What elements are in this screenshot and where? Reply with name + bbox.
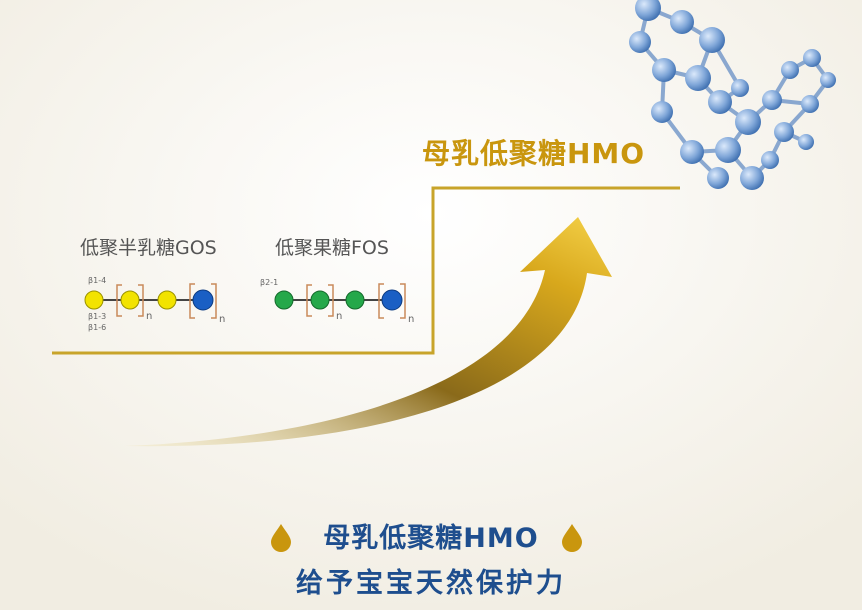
fructose-unit (274, 290, 294, 310)
bottom-subtitle: 给予宝宝天然保护力 (296, 568, 566, 599)
fructose-unit (310, 290, 330, 310)
gos-linkage-label: β1-6 (88, 323, 107, 332)
molecule-atom (680, 140, 704, 164)
repeat-bracket (400, 283, 406, 319)
fos-label: 低聚果糖FOS (275, 237, 389, 259)
molecule-atom (761, 151, 779, 169)
droplet-icon (562, 524, 582, 552)
glucose-unit (381, 289, 403, 311)
molecule-atom (774, 122, 794, 142)
fos-repeat-n: n (336, 311, 343, 322)
fos-linkage-label: β2-1 (260, 278, 279, 287)
molecule-atom (820, 72, 836, 88)
rising-arrow (125, 217, 612, 447)
repeat-bracket (138, 284, 144, 317)
molecule-atom (699, 27, 725, 53)
repeat-bracket (306, 284, 312, 317)
glucose-unit (192, 289, 214, 311)
galactose-unit (84, 290, 104, 310)
molecule-atom (740, 166, 764, 190)
molecule-atom (708, 90, 732, 114)
gos-label: 低聚半乳糖GOS (80, 237, 217, 259)
molecule-atom (652, 58, 676, 82)
molecule-atom (803, 49, 821, 67)
bottom-title: 母乳低聚糖HMO (323, 523, 539, 554)
gos-linkage-label: β1-4 (88, 276, 107, 285)
gos-structure (84, 283, 217, 319)
repeat-bracket (328, 284, 334, 317)
fos-repeat-n: n (408, 314, 415, 325)
molecule-atom (670, 10, 694, 34)
galactose-unit (120, 290, 140, 310)
step-line (52, 186, 680, 355)
hmo-molecule-illustration (629, 0, 836, 190)
molecule-atom (781, 61, 799, 79)
molecule-atom (707, 167, 729, 189)
molecule-atom (762, 90, 782, 110)
repeat-bracket (211, 283, 217, 319)
gos-repeat-n: n (146, 311, 153, 322)
hmo-title: 母乳低聚糖HMO (422, 137, 646, 170)
molecule-atom (635, 0, 661, 21)
fos-structure (274, 283, 406, 319)
molecule-atom (715, 137, 741, 163)
droplet-icon (271, 524, 291, 552)
molecule-atom (629, 31, 651, 53)
galactose-unit (157, 290, 177, 310)
gos-repeat-n: n (219, 314, 226, 325)
molecule-atom (731, 79, 749, 97)
molecule-atom (801, 95, 819, 113)
gos-linkage-label: β1-3 (88, 312, 107, 321)
repeat-bracket (116, 284, 122, 317)
molecule-atom (685, 65, 711, 91)
molecule-atom (798, 134, 814, 150)
molecule-atom (651, 101, 673, 123)
fructose-unit (345, 290, 365, 310)
molecule-atom (735, 109, 761, 135)
repeat-bracket (189, 283, 195, 319)
repeat-bracket (378, 283, 384, 319)
